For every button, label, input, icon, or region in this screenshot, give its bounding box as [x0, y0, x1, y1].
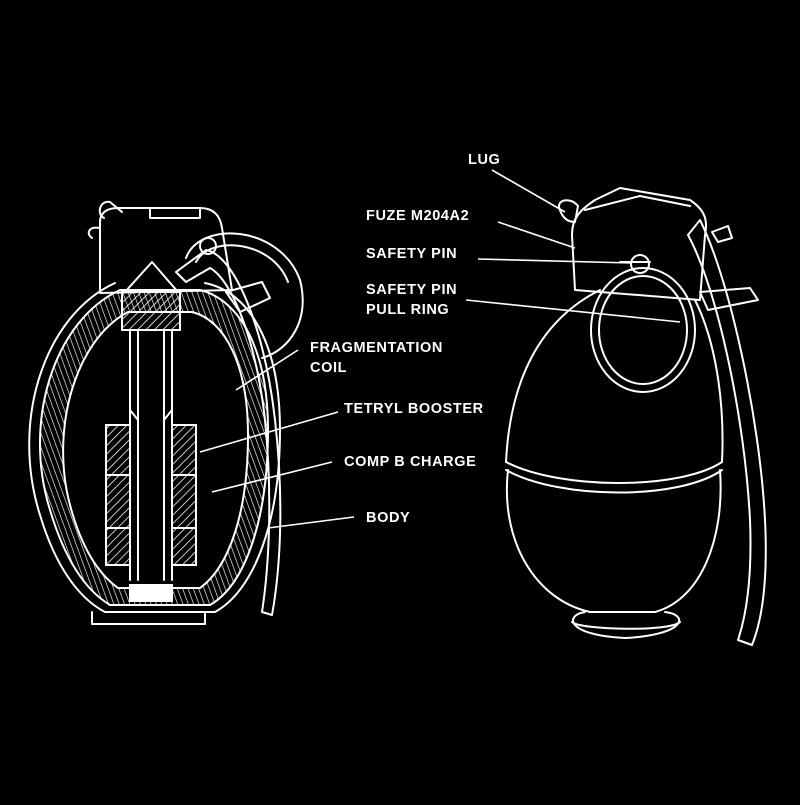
body-outline	[28, 282, 281, 613]
external-lever-tab	[711, 225, 733, 243]
tetryl-booster-block-left	[105, 424, 131, 566]
external-pull-ring-inner	[598, 275, 688, 385]
external-grenade	[505, 187, 767, 646]
fuze-lug-left	[87, 200, 123, 239]
external-waist-band	[505, 461, 723, 494]
pull-ring-arc	[185, 232, 304, 359]
fragmentation-coil-shape	[38, 289, 270, 606]
leader-body	[267, 516, 355, 529]
striker-cone	[124, 261, 179, 293]
fuze-top-detail	[149, 207, 201, 219]
label-lug: LUG	[468, 152, 501, 168]
tetryl-booster-block-right	[171, 424, 197, 566]
tube-step	[129, 409, 173, 421]
leader-pull-ring	[465, 299, 681, 323]
external-body-lower	[505, 469, 722, 613]
label-body: BODY	[366, 510, 411, 526]
leader-frag-coil	[235, 349, 299, 391]
external-fuze-head	[571, 187, 708, 301]
label-compb: COMP B CHARGE	[344, 454, 477, 470]
leader-lines	[199, 169, 681, 529]
center-tube	[129, 329, 173, 581]
fuze-head	[99, 207, 233, 294]
label-frag-1: FRAGMENTATION	[310, 340, 443, 356]
detonator-cap	[129, 584, 173, 602]
label-safety-pin: SAFETY PIN	[366, 246, 458, 262]
label-pull-ring-2: PULL RING	[366, 302, 450, 318]
label-pull-ring-1: SAFETY PIN	[366, 282, 458, 298]
leader-compb	[211, 461, 333, 493]
threaded-collar	[121, 291, 181, 331]
label-tetryl: TETRYL BOOSTER	[344, 401, 484, 417]
leader-lug	[491, 169, 566, 213]
leader-fuze	[497, 221, 576, 249]
cutaway-grenade	[28, 200, 304, 625]
label-frag-2: COIL	[310, 360, 348, 376]
external-pull-ring	[590, 267, 696, 393]
external-lug	[558, 199, 579, 223]
external-body-upper	[505, 289, 724, 463]
external-fuze-top	[584, 195, 691, 211]
leader-tetryl	[199, 411, 339, 453]
body-base	[91, 611, 206, 625]
pull-ring-inner	[195, 244, 289, 283]
external-lever	[687, 219, 767, 646]
external-base	[572, 611, 681, 639]
external-base-rim	[571, 621, 681, 630]
leader-safety-pin	[477, 258, 633, 264]
safety-lever	[175, 249, 282, 616]
external-lever-clip	[699, 287, 759, 311]
label-fuze: FUZE M204A2	[366, 208, 470, 224]
external-pin-eye	[630, 254, 650, 274]
lever-clip	[225, 281, 271, 313]
